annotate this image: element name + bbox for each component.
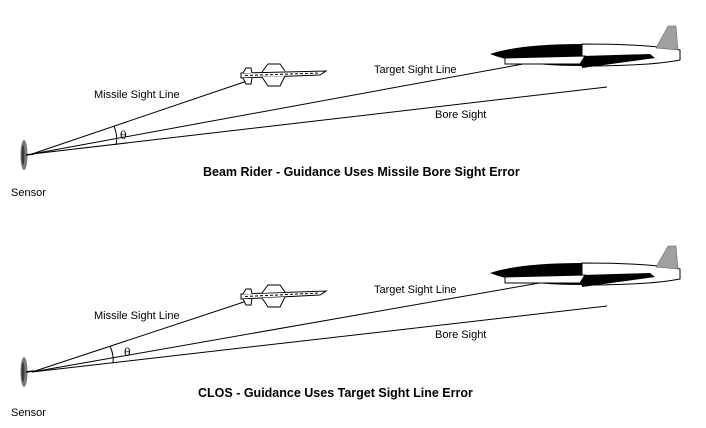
sensor-label: Sensor — [11, 407, 46, 419]
panel-clos: Missile Sight Line Target Sight Line Bor… — [11, 245, 681, 419]
panel-beam-rider: Missile Sight Line Target Sight Line Bor… — [11, 25, 681, 199]
missile-sight-line — [31, 79, 251, 155]
sensor-label: Sensor — [11, 187, 46, 199]
bore-sight-label: Bore Sight — [435, 109, 486, 121]
missile-icon — [240, 284, 328, 308]
target-aircraft-icon — [490, 25, 681, 68]
missile-icon — [240, 63, 328, 87]
missile-sight-line-label: Missile Sight Line — [94, 89, 180, 101]
theta-label: θ — [120, 129, 127, 142]
bore-sight-line — [31, 305, 608, 373]
target-sight-line-label: Target Sight Line — [374, 284, 457, 296]
bore-sight-line — [31, 86, 608, 155]
target-aircraft-icon — [490, 245, 681, 287]
panel-caption: CLOS - Guidance Uses Target Sight Line E… — [198, 386, 473, 400]
target-sight-line — [31, 274, 586, 373]
missile-sight-line — [31, 299, 251, 373]
target-sight-line — [31, 59, 546, 155]
theta-label: θ — [124, 346, 131, 359]
panel-caption: Beam Rider - Guidance Uses Missile Bore … — [203, 165, 520, 179]
missile-sight-line-label: Missile Sight Line — [94, 310, 180, 322]
theta-arc — [109, 345, 114, 364]
sensor-icon — [20, 140, 35, 170]
bore-sight-label: Bore Sight — [435, 329, 486, 341]
target-sight-line-label: Target Sight Line — [374, 64, 457, 76]
theta-arc — [113, 125, 118, 146]
sensor-icon — [20, 357, 35, 387]
